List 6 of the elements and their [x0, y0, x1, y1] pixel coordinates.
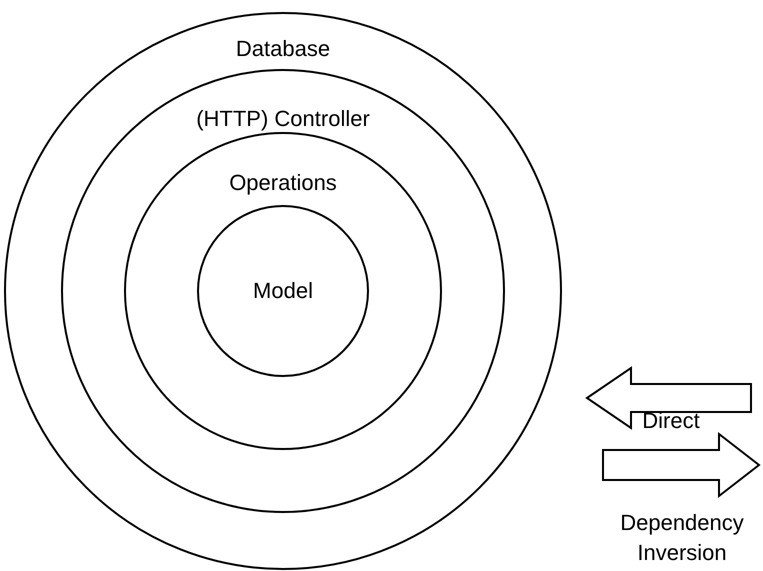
ring-label: Model: [253, 278, 313, 304]
ring-label: Database: [236, 36, 330, 62]
ring-label: Operations: [229, 170, 337, 196]
legend-label: Dependency Inversion: [619, 509, 745, 567]
ring-label: (HTTP) Controller: [196, 106, 370, 132]
legend-label: Direct: [641, 407, 701, 435]
